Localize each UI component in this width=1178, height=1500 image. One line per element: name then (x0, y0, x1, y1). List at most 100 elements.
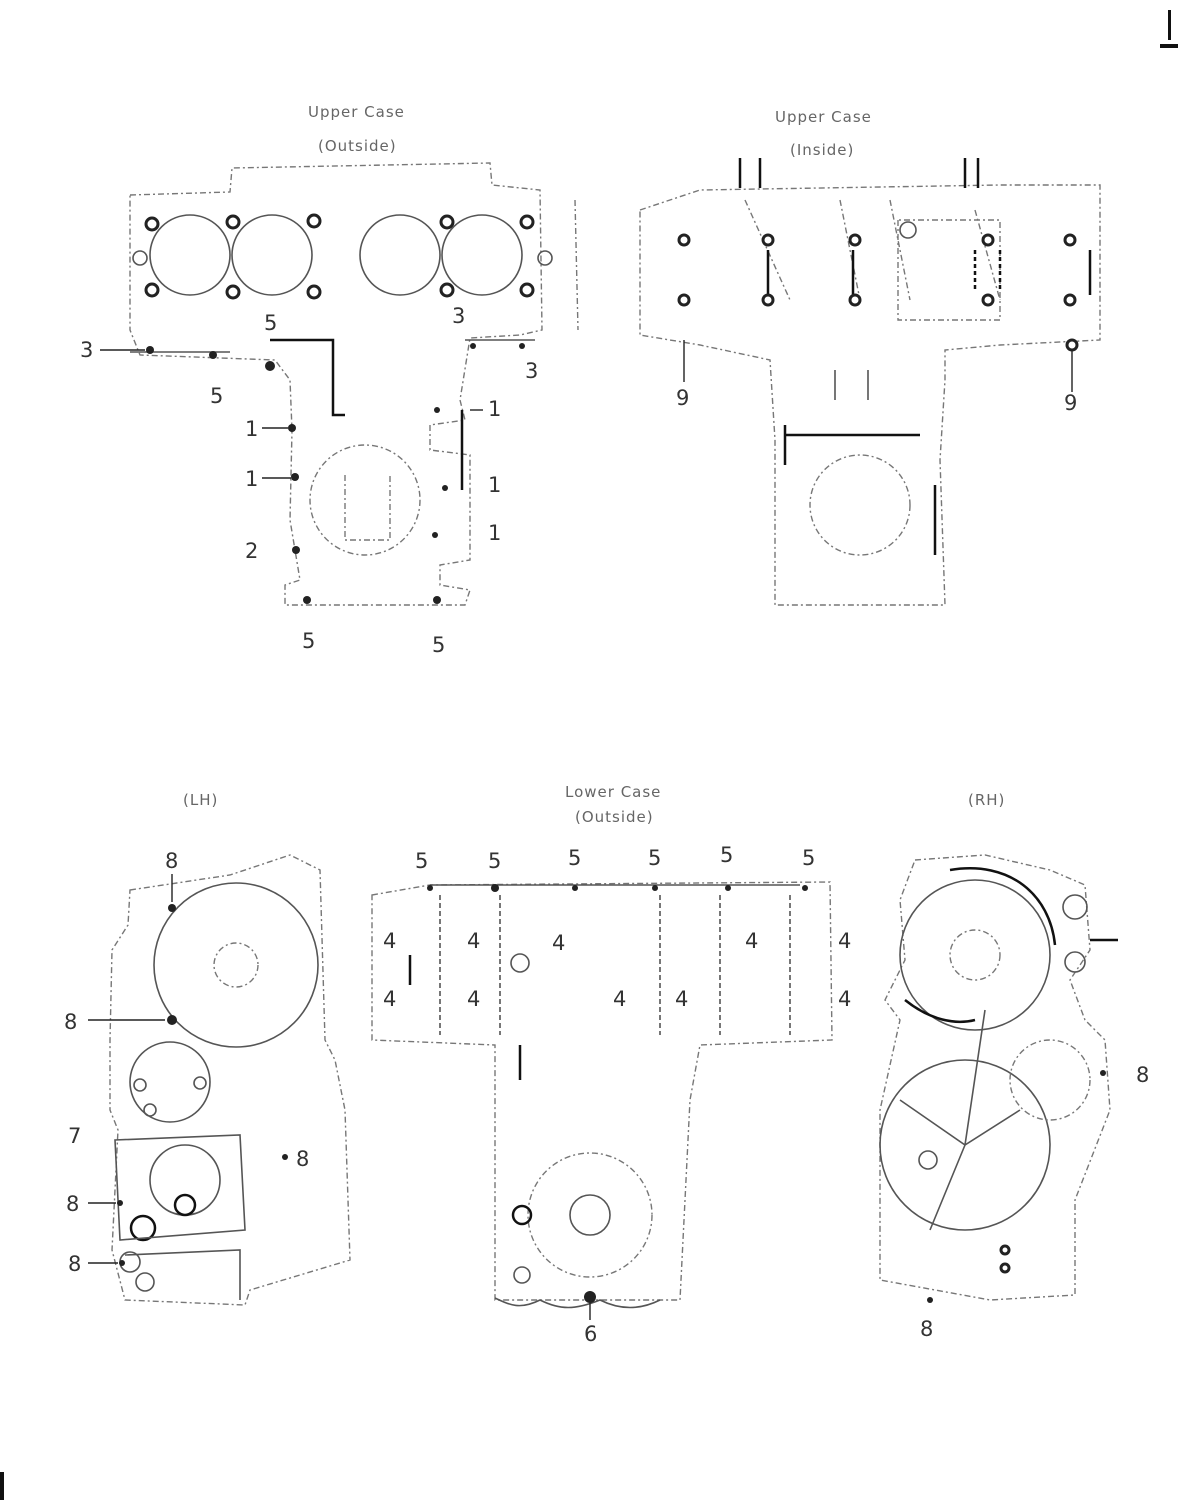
rh-outline (879, 854, 1111, 1301)
lh-boss (135, 1272, 155, 1292)
callout-5: 5 (415, 849, 428, 873)
upper-outside-title: Upper Case (308, 103, 405, 121)
bolt-marker (119, 1260, 125, 1266)
bolt-marker (432, 532, 438, 538)
oil-pan-mount-inner (344, 475, 391, 541)
upper-inside-subtitle: (Inside) (790, 141, 854, 159)
lh-hole (143, 1103, 157, 1117)
lh-hole (193, 1076, 207, 1090)
upper-inside-bracket (783, 425, 937, 555)
callout-8: 8 (165, 849, 178, 873)
upper-inside-pump-mount (809, 454, 911, 556)
rh-pickup-cover (1009, 1039, 1091, 1121)
bearing-bolt-hole (1063, 293, 1077, 307)
upper-outside-subtitle: (Outside) (318, 137, 397, 155)
corner-mark (1168, 10, 1171, 40)
callout-5: 5 (648, 846, 661, 870)
rh-boss (918, 1150, 938, 1170)
bearing-bolt-hole (1063, 233, 1077, 247)
lower-outside-title: Lower Case (565, 783, 661, 801)
upper-inside-bearing (834, 370, 869, 400)
bolt-marker (572, 885, 578, 891)
lower-outside-webs (439, 895, 791, 1035)
head-stud-hole (439, 282, 455, 298)
callout-4: 4 (552, 931, 565, 955)
bolt-marker (265, 361, 275, 371)
bolt-marker (168, 904, 176, 912)
lh-seal (173, 1193, 197, 1217)
head-stud-hole (225, 284, 241, 300)
lower-outside-fitting (513, 1266, 531, 1284)
upper-inside-title: Upper Case (775, 108, 872, 126)
bolt-marker (470, 343, 476, 349)
lh-title: (LH) (183, 791, 218, 809)
lh-plate (114, 1134, 246, 1241)
bolt-marker (292, 546, 300, 554)
callout-5: 5 (488, 849, 501, 873)
upper-inside-bracket (766, 250, 1092, 300)
bolt-marker (117, 1200, 123, 1206)
bolt-marker (433, 596, 441, 604)
bolt-marker (491, 884, 499, 892)
callout-1: 1 (245, 417, 258, 441)
bolt-marker (442, 485, 448, 491)
bearing-bolt-hole (677, 293, 691, 307)
upper-outside-edge (574, 199, 579, 331)
head-stud-hole (519, 214, 535, 230)
lh-seal (129, 1214, 157, 1242)
rh-side-view: (RH) 8 8 (879, 791, 1149, 1341)
callout-5: 5 (302, 629, 315, 653)
upper-outside-outline (129, 162, 543, 606)
bolt-marker (288, 424, 296, 432)
rh-cover-ribs (899, 1009, 1021, 1231)
callout-8: 8 (920, 1317, 933, 1341)
callout-6: 6 (584, 1322, 597, 1346)
bearing-bolt-hole (981, 293, 995, 307)
callout-3: 3 (525, 359, 538, 383)
bearing-bolt-hole (848, 293, 862, 307)
dowel (132, 250, 148, 266)
callout-9: 9 (676, 386, 689, 410)
upper-case-inside-view: Upper Case (Inside) 9 9 (639, 108, 1101, 606)
rh-generator-cover (879, 1059, 1051, 1231)
bearing-bolt-hole (761, 293, 775, 307)
callout-1: 1 (488, 473, 501, 497)
lh-outline (109, 854, 351, 1306)
head-stud-hole (306, 284, 322, 300)
bearing-bolt-hole (677, 233, 691, 247)
callout-9: 9 (1064, 391, 1077, 415)
callout-4: 4 (467, 987, 480, 1011)
callout-4: 4 (745, 929, 758, 953)
rh-hole (999, 1262, 1011, 1274)
upper-inside-webs (744, 199, 1001, 301)
callout-5: 5 (210, 384, 223, 408)
callout-8: 8 (66, 1192, 79, 1216)
head-stud-hole (306, 213, 322, 229)
corner-mark (0, 1472, 4, 1500)
bolt-marker (282, 1154, 288, 1160)
cylinder-bore-2 (231, 214, 313, 296)
bolt-marker (427, 885, 433, 891)
bearing-bolt-hole (981, 233, 995, 247)
oil-pan-mount (309, 444, 421, 556)
rh-boss (1062, 894, 1088, 920)
rh-cover-arc (949, 867, 1057, 946)
rh-cover-arc (904, 999, 976, 1024)
head-stud-hole (519, 282, 535, 298)
bolt-marker (434, 407, 440, 413)
lh-hole (133, 1078, 147, 1092)
upper-inside-outline (639, 184, 1101, 606)
callout-8: 8 (68, 1252, 81, 1276)
cylinder-bore-1 (149, 214, 231, 296)
bolt-marker (519, 343, 525, 349)
callout-7: 7 (68, 1124, 81, 1148)
callout-4: 4 (383, 987, 396, 1011)
head-stud-hole (144, 216, 160, 232)
rh-title: (RH) (968, 791, 1005, 809)
lower-outside-oil-pan (527, 1152, 653, 1278)
callout-1: 1 (488, 397, 501, 421)
upper-case-outside-view: Upper Case (Outside) (80, 103, 579, 657)
rh-hole (999, 1244, 1011, 1256)
upper-inside-tabs (738, 158, 980, 188)
drain-bolt (584, 1291, 596, 1303)
